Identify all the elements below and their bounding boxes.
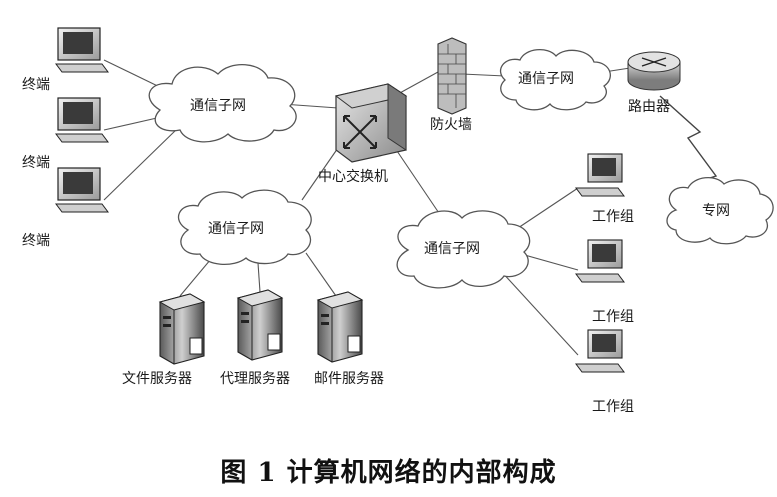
proxy-server-shape <box>236 289 284 361</box>
link-subnet-workgroup3 <box>499 269 579 356</box>
subnet-label-workgroups: 通信子网 <box>424 241 480 257</box>
link-terminal3-subnet <box>103 127 179 201</box>
workgroup-computer-2 <box>575 239 625 283</box>
workgroup-label-1: 工作组 <box>592 209 634 225</box>
core-switch-shape <box>334 83 408 163</box>
link-subnet-proxyserver <box>257 262 261 293</box>
subnet-label-terminals: 通信子网 <box>190 98 246 114</box>
core-switch-label: 中心交换机 <box>318 169 388 185</box>
firewall-shape <box>437 37 467 115</box>
cloud-subnet-workgroups <box>396 210 531 289</box>
terminal-label-3: 终端 <box>22 233 50 249</box>
workgroup-label-2: 工作组 <box>592 309 634 325</box>
private-network-label: 专网 <box>702 203 730 219</box>
proxy-server-label: 代理服务器 <box>220 371 290 387</box>
subnet-label-servers: 通信子网 <box>208 221 264 237</box>
terminal-computer-1 <box>55 27 109 73</box>
link-subnet-workgroup1 <box>511 187 579 233</box>
terminal-computer-3 <box>55 167 109 213</box>
router-shape <box>627 51 681 91</box>
figure-caption: 图 1 计算机网络的内部构成 <box>220 458 557 488</box>
subnet-label-router: 通信子网 <box>518 71 574 87</box>
router-label: 路由器 <box>628 99 670 115</box>
link-switch-subnet-left <box>301 144 341 201</box>
file-server-shape <box>158 293 206 365</box>
cloud-subnet-servers <box>177 189 312 265</box>
link-switch-firewall <box>397 71 439 95</box>
mail-server-label: 邮件服务器 <box>314 371 384 387</box>
cloud-private-network <box>666 177 774 245</box>
terminal-label-2: 终端 <box>22 155 50 171</box>
workgroup-computer-1 <box>575 153 625 197</box>
mail-server-shape <box>316 291 364 363</box>
terminal-label-1: 终端 <box>22 77 50 93</box>
link-switch-subnet-right <box>394 147 446 223</box>
link-firewall-subnet <box>461 73 506 77</box>
terminal-computer-2 <box>55 97 109 143</box>
file-server-label: 文件服务器 <box>122 371 192 387</box>
firewall-label: 防火墙 <box>430 117 472 133</box>
workgroup-label-3: 工作组 <box>592 399 634 415</box>
link-subnet-mailserver <box>305 252 337 297</box>
workgroup-computer-3 <box>575 329 625 373</box>
cloud-subnet-terminals <box>148 63 297 143</box>
cloud-subnet-router <box>499 49 611 111</box>
